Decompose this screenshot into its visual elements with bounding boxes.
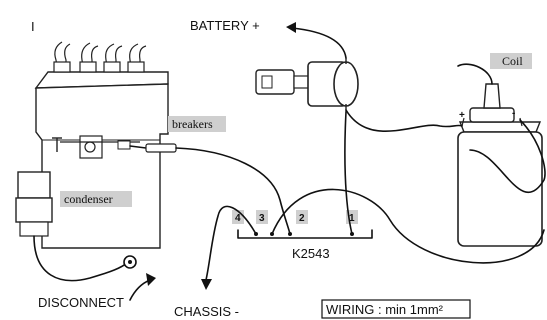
condenser-tag: [60, 191, 132, 207]
breakers-label: breakers: [172, 117, 213, 131]
ignition-coil: [457, 83, 543, 247]
spark-plug-leads: [53, 41, 147, 73]
terminal-4-label: 4: [235, 213, 241, 224]
terminal-1-label: 1: [349, 213, 355, 224]
coil-label: Coil: [502, 54, 523, 68]
terminal-3-label: 3: [259, 213, 265, 224]
wiring-note: WIRING : min 1mm²: [326, 302, 444, 317]
coil-plus-terminal: +: [459, 110, 465, 121]
condenser-label: condenser: [64, 192, 113, 206]
distributor: [15, 41, 177, 249]
breaker-points: [52, 135, 177, 159]
chassis-label: CHASSIS -: [174, 304, 239, 319]
terminal-2-label: 2: [299, 213, 305, 224]
wiring-note-box: [321, 299, 471, 319]
coil-minus-terminal: -: [512, 108, 515, 119]
corner-mark: I: [31, 19, 35, 34]
coil-tag: [490, 53, 532, 69]
condenser: [15, 171, 53, 237]
battery-label: BATTERY +: [190, 18, 260, 33]
disconnect-label: DISCONNECT: [38, 295, 124, 310]
breakers-tag: [168, 116, 226, 132]
ignition-switch: [255, 58, 359, 112]
module-name-label: K2543: [292, 246, 330, 261]
